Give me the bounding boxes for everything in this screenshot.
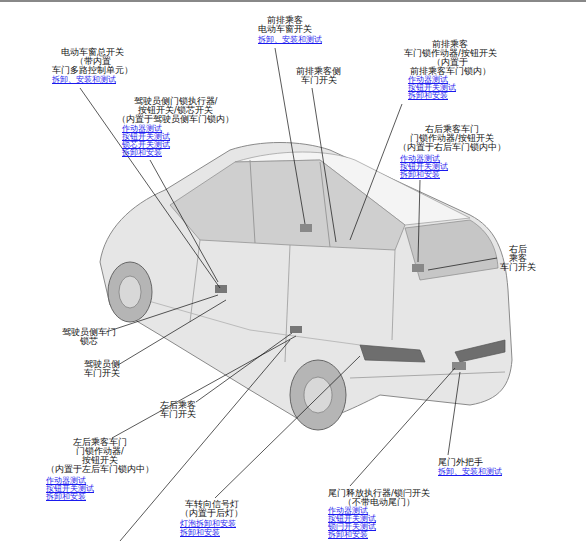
part-label: 前排乘客侧 车门开关 [296,67,341,85]
part-label: 前排乘客 电动车窗开关 [258,16,312,34]
part-label: 尾门释放执行器/锁闩开关 （不带电动尾门） [328,489,430,507]
part-label: 左后乘客车门 门锁作动器/ 按钮开关 （内置于左后车门锁内中） [46,438,154,474]
link-text: 作动器测试 [46,477,86,485]
link-text: 拆卸和安装 [180,529,220,537]
part-label: 电动车窗总开关 （带内置 车门多路控制单元） [52,48,133,75]
door-switch [412,264,424,272]
link-text: 锁芯开关测试 [122,141,170,149]
car-body [100,143,512,431]
link-text: 按钮开关测试 [46,485,94,493]
link-text: 按钮开关测试 [400,163,448,171]
part-label: 尾门外把手 [438,458,483,467]
part-label: 车转向信号灯 （内置于后灯） [180,500,243,518]
door-handle [215,285,227,293]
door-handle [290,326,302,333]
link-text: 锁闩开关测试 [328,523,376,531]
link-text: 拆卸、安装和测试 [258,36,322,44]
link-text: 拆卸、安装和测试 [52,76,116,84]
part-label: 前排乘客 车门锁作动器/按钮开关 （内置于 前排乘客车门锁内） [404,40,497,76]
part-label: 驾驶员侧车门 锁芯 [62,328,116,346]
link-text: 按钮开关测试 [122,133,170,141]
link-text: 拆卸和安装 [400,171,440,179]
link-text: 作动器测试 [408,76,448,84]
part-label: 右后 乘客 车门开关 [500,245,536,272]
link-text: 拆卸和安装 [122,149,162,157]
part-label: 左后乘客 车门开关 [160,401,196,419]
part-label: 右后乘客车门 门锁作动器/按钮开关 （内置于右后车门锁内中） [398,125,506,152]
link-text: 拆卸和安装 [408,92,448,100]
part-label: 驾驶员侧 车门开关 [84,360,120,378]
link-text: 作动器测试 [122,125,162,133]
link-text: 作动器测试 [400,155,440,163]
link-text: 拆卸和安装 [328,531,368,539]
link-text: 作动器测试 [328,507,368,515]
window-switch [300,224,312,232]
link-text: 灯泡拆卸和安装 [180,520,236,528]
link-text: 拆卸和安装 [46,493,86,501]
link-text: 拆卸、安装和测试 [438,468,502,476]
part-label: 驾驶员侧门锁执行器/ 按钮开关/锁芯开关 （内置于驾驶员侧车门锁内） [117,97,234,124]
link-text: 按钮开关测试 [408,84,456,92]
link-text: 按钮开关测试 [328,515,376,523]
top-rule [0,0,586,2]
